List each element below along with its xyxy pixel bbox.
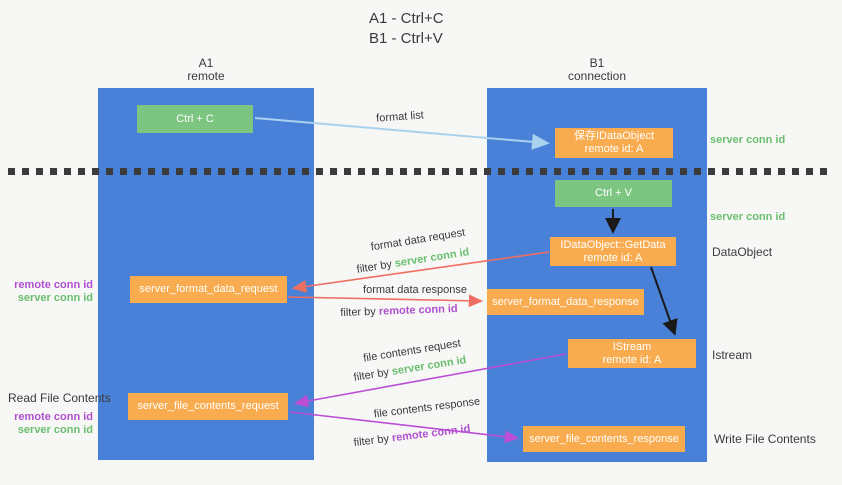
label-istream: Istream xyxy=(712,348,753,362)
column-header-b1: B1 connection xyxy=(537,57,657,83)
column-header-a1: A1 remote xyxy=(146,57,266,83)
node-file-request-label: server_file_contents_request xyxy=(137,400,279,412)
node-ctrl-v: Ctrl + V xyxy=(555,180,672,207)
column-b1-id: B1 xyxy=(589,56,605,70)
label-read-file-contents: Read File Contents xyxy=(8,391,111,405)
label-filter-by-remote-conn-id-1: filter by remote conn id xyxy=(340,302,458,320)
node-istream-line2: remote id: A xyxy=(602,353,662,366)
node-format-response-label: server_format_data_response xyxy=(492,295,639,308)
node-ctrl-c-label: Ctrl + C xyxy=(176,112,214,125)
arrow-format-data-response xyxy=(287,294,484,308)
label-conn-id-pair-format: remote conn id server conn id xyxy=(14,279,93,304)
label-format-list: format list xyxy=(375,109,425,125)
node-getdata-line2: remote id: A xyxy=(583,251,643,264)
title-line-1: A1 - Ctrl+C xyxy=(369,10,444,27)
node-istream: IStream remote id: A xyxy=(568,339,696,368)
label-dataobject: DataObject xyxy=(712,245,773,259)
column-a1-role: remote xyxy=(187,69,225,83)
label-format-data-response: format data response xyxy=(363,284,467,296)
label-filter-by-remote-conn-id-2: filter by remote conn id xyxy=(353,422,471,450)
node-save-idataobject-line2: remote id: A xyxy=(584,143,644,155)
node-server-file-contents-response: server_file_contents_response xyxy=(523,426,685,452)
node-getdata-line1: IDataObject::GetData xyxy=(560,238,666,251)
label-write-file-contents: Write File Contents xyxy=(714,432,816,446)
node-ctrl-v-label: Ctrl + V xyxy=(595,187,632,199)
node-istream-line1: IStream xyxy=(612,340,652,353)
column-b1-role: connection xyxy=(567,69,627,83)
node-format-request-label: server_format_data_request xyxy=(139,283,278,295)
node-file-response-label: server_file_contents_response xyxy=(529,432,679,445)
label-server-conn-id-right-2: server conn id xyxy=(710,211,786,223)
diagram-title: A1 - Ctrl+C B1 - Ctrl+V xyxy=(369,9,444,49)
machine-boundary-dotted-line xyxy=(8,168,830,175)
node-save-idataobject: 保存IDataObject remote id: A xyxy=(555,128,673,158)
node-idataobject-getdata: IDataObject::GetData remote id: A xyxy=(550,237,676,266)
node-save-idataobject-line1: 保存IDataObject xyxy=(573,130,655,142)
node-server-file-contents-request: server_file_contents_request xyxy=(128,393,288,420)
title-line-2: B1 - Ctrl+V xyxy=(369,30,443,47)
node-ctrl-c: Ctrl + C xyxy=(137,105,253,133)
column-a1-id: A1 xyxy=(198,56,214,70)
label-file-contents-response: file contents response xyxy=(373,395,481,421)
label-server-conn-id-right-1: server conn id xyxy=(710,134,786,146)
node-server-format-data-request: server_format_data_request xyxy=(130,276,287,303)
node-server-format-data-response: server_format_data_response xyxy=(487,289,644,315)
label-conn-id-pair-file: remote conn id server conn id xyxy=(14,411,93,436)
